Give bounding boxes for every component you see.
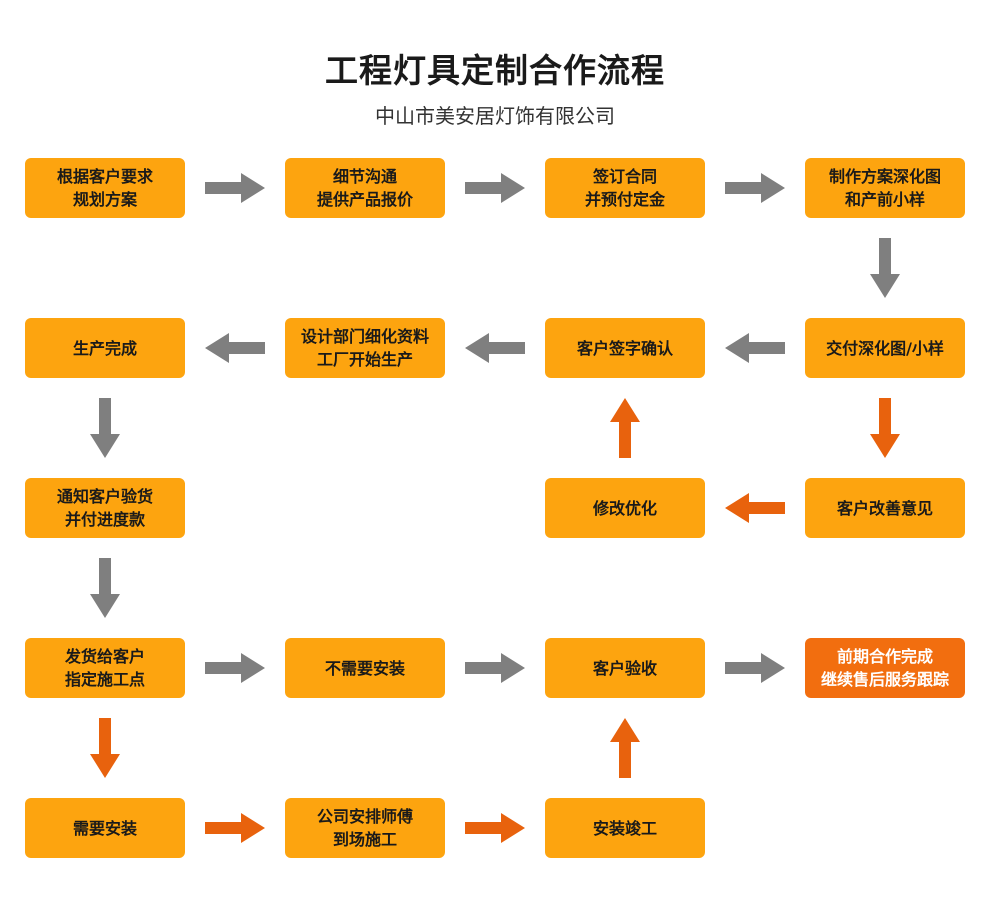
- step-label-line: 签订合同: [592, 167, 657, 186]
- step-label-line: 发货给客户: [64, 647, 145, 666]
- step-label-line: 需要安装: [72, 818, 137, 838]
- diagram-title: 工程灯具定制合作流程: [325, 51, 665, 90]
- arrow-down-icon: [870, 238, 900, 298]
- arrow-right-icon: [205, 653, 265, 683]
- step-drawing-sample: 制作方案深化图 和产前小样: [805, 158, 965, 218]
- arrow-down-icon: [90, 718, 120, 778]
- step-complete-aftersales: 前期合作完成 继续售后服务跟踪: [805, 638, 965, 698]
- step-label-line: 客户验收: [592, 658, 657, 678]
- step-label-line: 前期合作完成: [836, 647, 933, 666]
- arrow-right-icon: [725, 653, 785, 683]
- arrow-left-icon: [205, 333, 265, 363]
- step-ship: 发货给客户 指定施工点: [25, 638, 185, 698]
- step-label-line: 安装竣工: [592, 818, 657, 838]
- arrow-left-icon: [725, 333, 785, 363]
- step-label-line: 生产完成: [72, 338, 137, 358]
- step-label-line: 和产前小样: [844, 190, 925, 209]
- arrow-up-icon: [610, 398, 640, 458]
- step-label-line: 根据客户要求: [56, 167, 153, 186]
- step-production-complete: 生产完成: [25, 318, 185, 378]
- step-plan-proposal: 根据客户要求 规划方案: [25, 158, 185, 218]
- step-label-line: 不需要安装: [324, 658, 405, 678]
- step-client-feedback: 客户改善意见: [805, 478, 965, 538]
- step-label-line: 交付深化图/小样: [826, 338, 944, 358]
- arrow-left-icon: [725, 493, 785, 523]
- arrow-down-icon: [90, 558, 120, 618]
- step-install-done: 安装竣工: [545, 798, 705, 858]
- step-label-line: 继续售后服务跟踪: [820, 670, 949, 689]
- arrow-down-icon: [90, 398, 120, 458]
- step-inspection-payment: 通知客户验货 并付进度款: [25, 478, 185, 538]
- step-revise: 修改优化: [545, 478, 705, 538]
- step-label-line: 指定施工点: [64, 670, 145, 689]
- step-label-line: 通知客户验货: [56, 487, 153, 506]
- step-label-line: 制作方案深化图: [828, 167, 941, 186]
- arrow-left-icon: [465, 333, 525, 363]
- company-subtitle: 中山市美安居灯饰有限公司: [375, 104, 615, 128]
- arrow-right-icon: [205, 813, 265, 843]
- step-contract-deposit: 签订合同 并预付定金: [545, 158, 705, 218]
- step-label-line: 并预付定金: [584, 190, 665, 209]
- step-label-line: 细节沟通: [332, 167, 397, 186]
- step-label-line: 工厂开始生产: [316, 350, 413, 369]
- step-label-line: 客户改善意见: [836, 498, 933, 518]
- step-client-sign: 客户签字确认: [545, 318, 705, 378]
- step-label-line: 规划方案: [72, 190, 137, 209]
- arrow-right-icon: [465, 813, 525, 843]
- arrow-right-icon: [205, 173, 265, 203]
- step-label-line: 修改优化: [592, 498, 657, 518]
- step-acceptance: 客户验收: [545, 638, 705, 698]
- arrow-right-icon: [465, 173, 525, 203]
- step-onsite-construction: 公司安排师傅 到场施工: [285, 798, 445, 858]
- step-label-line: 到场施工: [332, 830, 397, 849]
- step-label-line: 并付进度款: [64, 510, 145, 529]
- step-label-line: 公司安排师傅: [316, 807, 413, 826]
- arrow-right-icon: [725, 173, 785, 203]
- step-quotation: 细节沟通 提供产品报价: [285, 158, 445, 218]
- step-label-line: 设计部门细化资料: [300, 327, 429, 346]
- step-label-line: 客户签字确认: [576, 338, 673, 358]
- step-deliver-drawing: 交付深化图/小样: [805, 318, 965, 378]
- step-design-production-start: 设计部门细化资料 工厂开始生产: [285, 318, 445, 378]
- step-label-line: 提供产品报价: [316, 190, 413, 209]
- arrow-down-icon: [870, 398, 900, 458]
- arrow-right-icon: [465, 653, 525, 683]
- step-need-install: 需要安装: [25, 798, 185, 858]
- arrow-up-icon: [610, 718, 640, 778]
- step-no-install: 不需要安装: [285, 638, 445, 698]
